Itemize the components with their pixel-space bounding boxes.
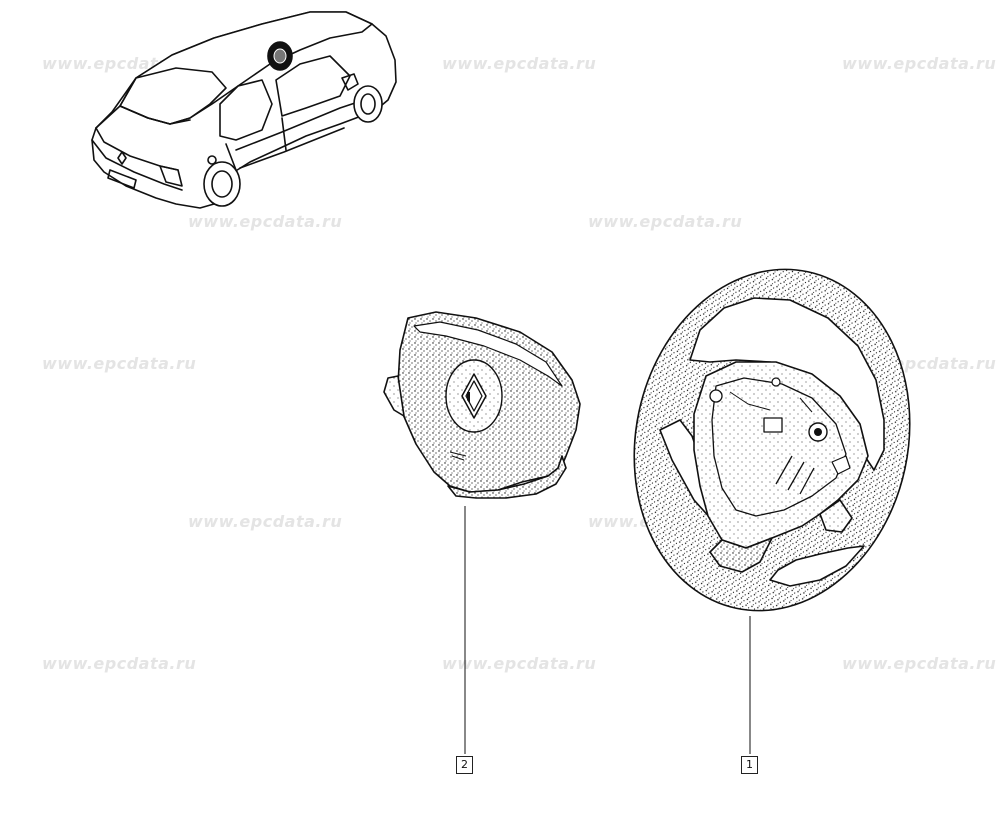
watermark: www.epcdata.ru: [442, 54, 597, 73]
callout-1-label: 1: [746, 758, 753, 771]
watermark: www.epcdata.ru: [842, 54, 997, 73]
watermark: www.epcdata.ru: [188, 512, 343, 531]
callout-1[interactable]: 1: [741, 756, 758, 774]
watermark: www.epcdata.ru: [42, 654, 197, 673]
callout-2[interactable]: 2: [456, 756, 473, 774]
watermark: www.epcdata.ru: [442, 654, 597, 673]
leader-lines: [464, 506, 751, 754]
watermark: www.epcdata.ru: [588, 212, 743, 231]
callout-2-label: 2: [461, 758, 468, 771]
watermark: www.epcdata.ru: [188, 212, 343, 231]
steering-wheel-illustration: [633, 268, 911, 612]
watermark: www.epcdata.ru: [842, 654, 997, 673]
car-overview-illustration: [91, 11, 397, 209]
watermark: www.epcdata.ru: [42, 354, 197, 373]
airbag-cushion-illustration: [383, 311, 581, 499]
